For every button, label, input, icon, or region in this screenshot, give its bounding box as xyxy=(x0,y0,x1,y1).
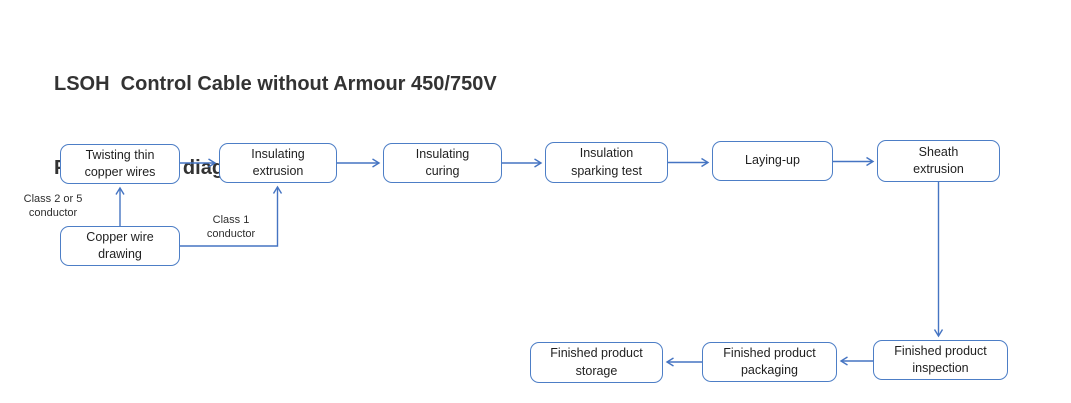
node-insulating-curing: Insulating curing xyxy=(383,143,502,183)
node-laying-up: Laying-up xyxy=(712,141,833,181)
node-twisting-thin-copper-wires: Twisting thin copper wires xyxy=(60,144,180,184)
label-class-1-conductor: Class 1 conductor xyxy=(206,214,256,240)
node-insulation-sparking-test: Insulation sparking test xyxy=(545,142,668,183)
edge-copper-drawing-to-insulating-extrusion xyxy=(180,185,283,247)
node-insulating-extrusion: Insulating extrusion xyxy=(219,143,337,183)
node-finished-product-inspection: Finished product inspection xyxy=(873,340,1008,380)
label-class-2-or-5-conductor: Class 2 or 5 conductor xyxy=(23,193,83,219)
title-line-1: LSOH Control Cable without Armour 450/75… xyxy=(54,73,497,95)
node-sheath-extrusion: Sheath extrusion xyxy=(877,140,1000,182)
node-finished-product-storage: Finished product storage xyxy=(530,342,663,383)
node-finished-product-packaging: Finished product packaging xyxy=(702,342,837,382)
node-copper-wire-drawing: Copper wire drawing xyxy=(60,226,180,266)
